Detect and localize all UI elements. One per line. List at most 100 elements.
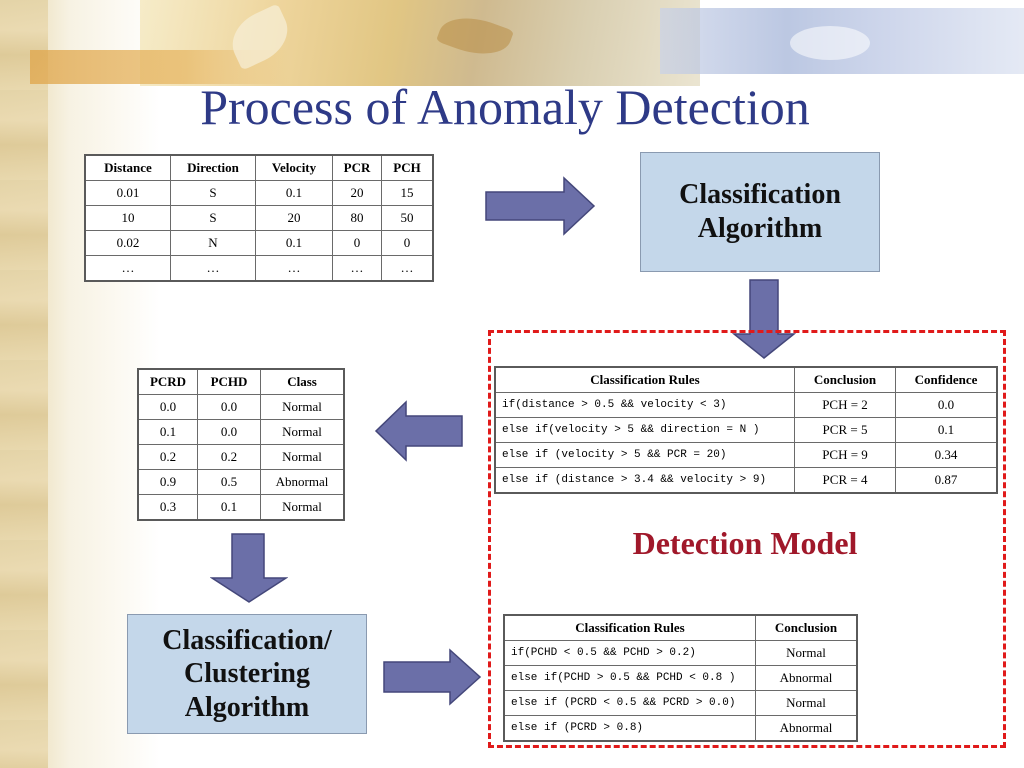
rule-cell: else if (PCRD > 0.8) — [503, 715, 756, 742]
arrow-right-icon — [383, 648, 482, 706]
table-cell: S — [170, 205, 256, 231]
table-row: else if (PCRD > 0.8) Abnormal — [503, 715, 858, 742]
classification-rules-table: Classification Rules Conclusion Confiden… — [494, 366, 998, 494]
box-text-line: Algorithm — [697, 213, 823, 244]
column-header: PCH — [381, 154, 434, 181]
table-cell: 0.0 — [197, 419, 261, 445]
column-header: PCR — [332, 154, 382, 181]
column-header: Classification Rules — [503, 614, 756, 641]
arrow-down-icon — [210, 533, 288, 603]
table-cell: 0.34 — [895, 442, 998, 468]
table-cell: 0.1 — [255, 230, 333, 256]
table-row: else if (distance > 3.4 && velocity > 9)… — [494, 467, 998, 494]
rule-cell: if(PCHD < 0.5 && PCHD > 0.2) — [503, 640, 756, 666]
table-row: else if (PCRD < 0.5 && PCRD > 0.0) Norma… — [503, 690, 858, 716]
column-header: PCHD — [197, 368, 261, 395]
rule-cell: else if (PCRD < 0.5 && PCRD > 0.0) — [503, 690, 756, 716]
table-row: 0.2 0.2 Normal — [137, 444, 345, 470]
table-cell: Normal — [260, 444, 345, 470]
column-header: Conclusion — [794, 366, 896, 393]
table-cell: PCH = 2 — [794, 392, 896, 418]
table-row: 10 S 20 80 50 — [84, 205, 434, 231]
table-cell: 0.01 — [84, 180, 171, 206]
column-header: Class — [260, 368, 345, 395]
box-text-line: Algorithm — [184, 691, 310, 723]
clustering-algorithm-box: Classification/ Clustering Algorithm — [127, 614, 367, 734]
table-cell: 0.0 — [197, 394, 261, 420]
table-cell: Normal — [755, 640, 858, 666]
table-cell: PCH = 9 — [794, 442, 896, 468]
table-cell: … — [332, 255, 382, 282]
table-row: 0.3 0.1 Normal — [137, 494, 345, 521]
table-row: … … … … … — [84, 255, 434, 282]
table-cell: 0.1 — [895, 417, 998, 443]
table-cell: PCR = 4 — [794, 467, 896, 494]
arrow-left-icon — [374, 400, 463, 462]
leaf-decoration — [790, 26, 870, 60]
table-cell: … — [255, 255, 333, 282]
rule-cell: else if (velocity > 5 && PCR = 20) — [494, 442, 795, 468]
column-header: PCRD — [137, 368, 198, 395]
table-cell: Abnormal — [755, 665, 858, 691]
table-header-row: Distance Direction Velocity PCR PCH — [84, 154, 434, 181]
table-cell: Abnormal — [260, 469, 345, 495]
table-cell: 20 — [255, 205, 333, 231]
table-cell: Abnormal — [755, 715, 858, 742]
box-text-line: Clustering — [184, 658, 310, 690]
slide-title: Process of Anomaly Detection — [200, 79, 810, 135]
table-cell: PCR = 5 — [794, 417, 896, 443]
table-cell: 10 — [84, 205, 171, 231]
final-rules-table: Classification Rules Conclusion if(PCHD … — [503, 614, 858, 742]
table-row: 0.0 0.0 Normal — [137, 394, 345, 420]
table-cell: 0.5 — [197, 469, 261, 495]
table-cell: 0.0 — [137, 394, 198, 420]
table-cell: Normal — [260, 419, 345, 445]
table-cell: 0.2 — [197, 444, 261, 470]
input-data-table: Distance Direction Velocity PCR PCH 0.01… — [84, 154, 434, 282]
table-cell: 20 — [332, 180, 382, 206]
table-cell: … — [84, 255, 171, 282]
column-header: Conclusion — [755, 614, 858, 641]
table-row: 0.9 0.5 Abnormal — [137, 469, 345, 495]
table-cell: 0.0 — [895, 392, 998, 418]
table-cell: 0.1 — [197, 494, 261, 521]
arrow-right-icon — [485, 176, 596, 236]
table-row: 0.01 S 0.1 20 15 — [84, 180, 434, 206]
rule-cell: if(distance > 0.5 && velocity < 3) — [494, 392, 795, 418]
decorative-left-strip — [0, 0, 48, 768]
table-cell: 0.9 — [137, 469, 198, 495]
table-cell: 0.87 — [895, 467, 998, 494]
table-row: else if(velocity > 5 && direction = N ) … — [494, 417, 998, 443]
table-cell: Normal — [260, 394, 345, 420]
rule-cell: else if(velocity > 5 && direction = N ) — [494, 417, 795, 443]
column-header: Velocity — [255, 154, 333, 181]
table-cell: 50 — [381, 205, 434, 231]
table-cell: 0.02 — [84, 230, 171, 256]
table-cell: Normal — [260, 494, 345, 521]
table-cell: 0.1 — [255, 180, 333, 206]
table-row: 0.02 N 0.1 0 0 — [84, 230, 434, 256]
table-cell: S — [170, 180, 256, 206]
decorative-top-banner — [30, 0, 1024, 86]
table-cell: 0.2 — [137, 444, 198, 470]
table-cell: … — [381, 255, 434, 282]
column-header: Classification Rules — [494, 366, 795, 393]
detection-model-label: Detection Model — [632, 525, 858, 561]
table-cell: 0.1 — [137, 419, 198, 445]
column-header: Confidence — [895, 366, 998, 393]
detection-model-frame — [488, 330, 1006, 748]
table-cell: 0.3 — [137, 494, 198, 521]
table-cell: 80 — [332, 205, 382, 231]
table-row: if(distance > 0.5 && velocity < 3) PCH =… — [494, 392, 998, 418]
table-cell: 0 — [381, 230, 434, 256]
table-row: 0.1 0.0 Normal — [137, 419, 345, 445]
table-header-row: Classification Rules Conclusion — [503, 614, 858, 641]
table-header-row: PCRD PCHD Class — [137, 368, 345, 395]
table-row: if(PCHD < 0.5 && PCHD > 0.2) Normal — [503, 640, 858, 666]
arrow-down-icon — [732, 279, 796, 359]
table-cell: N — [170, 230, 256, 256]
pcrd-pchd-table: PCRD PCHD Class 0.0 0.0 Normal 0.1 0.0 N… — [137, 368, 345, 521]
rule-cell: else if (distance > 3.4 && velocity > 9) — [494, 467, 795, 494]
table-cell: 0 — [332, 230, 382, 256]
box-text-line: Classification — [679, 179, 841, 211]
